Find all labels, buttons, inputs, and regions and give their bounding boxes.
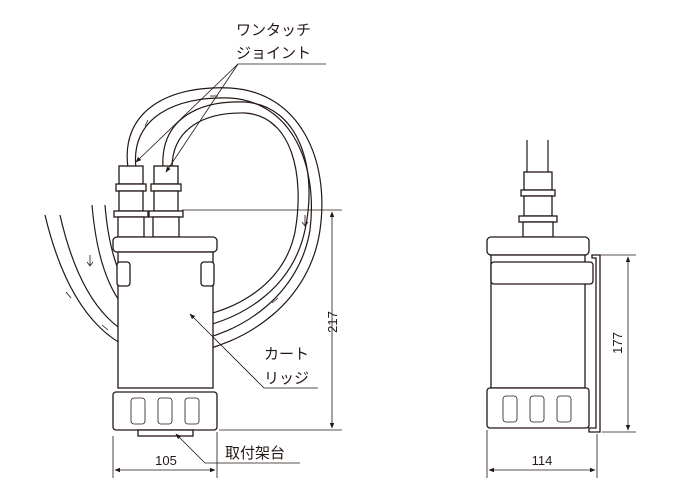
label-mount: 取付架台 (225, 444, 285, 462)
leaders (135, 63, 326, 464)
one-touch-joint-right (148, 165, 184, 238)
mount-plate (137, 429, 194, 437)
cartridge-body (117, 251, 214, 389)
label-cartridge-line2: リッジ (264, 369, 309, 387)
cap (112, 236, 218, 253)
one-touch-joint-left (113, 165, 149, 238)
side-view (486, 140, 601, 433)
dim-side-height: 177 (610, 332, 625, 354)
dim-front-width: 105 (155, 453, 177, 468)
label-one-touch-line2: ジョイント (236, 44, 311, 62)
mount-bracket (588, 254, 601, 433)
dim-front-height: 217 (325, 311, 340, 333)
label-one-touch-line1: ワンタッチ (236, 21, 311, 39)
dim-side-width: 114 (532, 453, 553, 468)
dimension-lines (112, 209, 636, 478)
label-cartridge-line1: カート (264, 345, 309, 363)
front-view (112, 165, 218, 437)
